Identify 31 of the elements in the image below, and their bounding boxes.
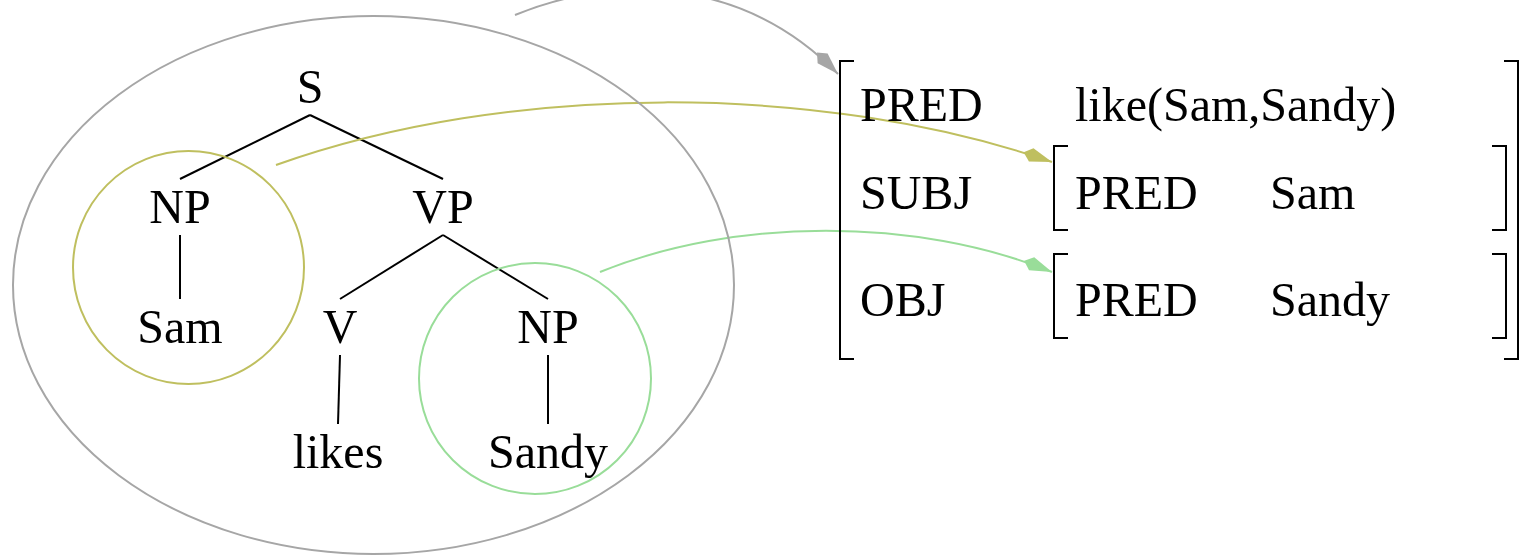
category-label: S (296, 63, 324, 111)
tree-branch (179, 114, 311, 180)
arrow (275, 101, 1053, 166)
attribute-label: SUBJ (860, 169, 973, 217)
tree-branch (339, 234, 444, 300)
word-label: Sam (137, 303, 223, 351)
word-label: Sandy (488, 428, 608, 476)
arrow (514, 0, 839, 75)
category-label: NP (149, 183, 211, 231)
enclosing-outline (12, 15, 735, 555)
tree-branch (337, 354, 341, 425)
tree-branch (179, 234, 181, 300)
enclosing-outline (72, 150, 305, 385)
attribute-label: OBJ (860, 276, 946, 324)
tree-branch (309, 114, 444, 180)
arrow (599, 229, 1053, 273)
category-label: VP (412, 183, 474, 231)
value-label: Sandy (1270, 276, 1390, 324)
attribute-label: PRED (1075, 169, 1198, 217)
attribute-label: PRED (1075, 276, 1198, 324)
category-label: NP (517, 303, 579, 351)
value-label: Sam (1270, 169, 1356, 217)
enclosing-outline (418, 262, 652, 495)
feature-matrix (1052, 145, 1508, 231)
category-label: V (322, 303, 358, 351)
tree-branch (442, 234, 549, 300)
tree-branch (547, 354, 549, 425)
attribute-label: PRED (860, 81, 983, 129)
feature-matrix (838, 60, 1520, 360)
feature-matrix (1052, 253, 1508, 339)
word-label: likes (292, 428, 384, 476)
